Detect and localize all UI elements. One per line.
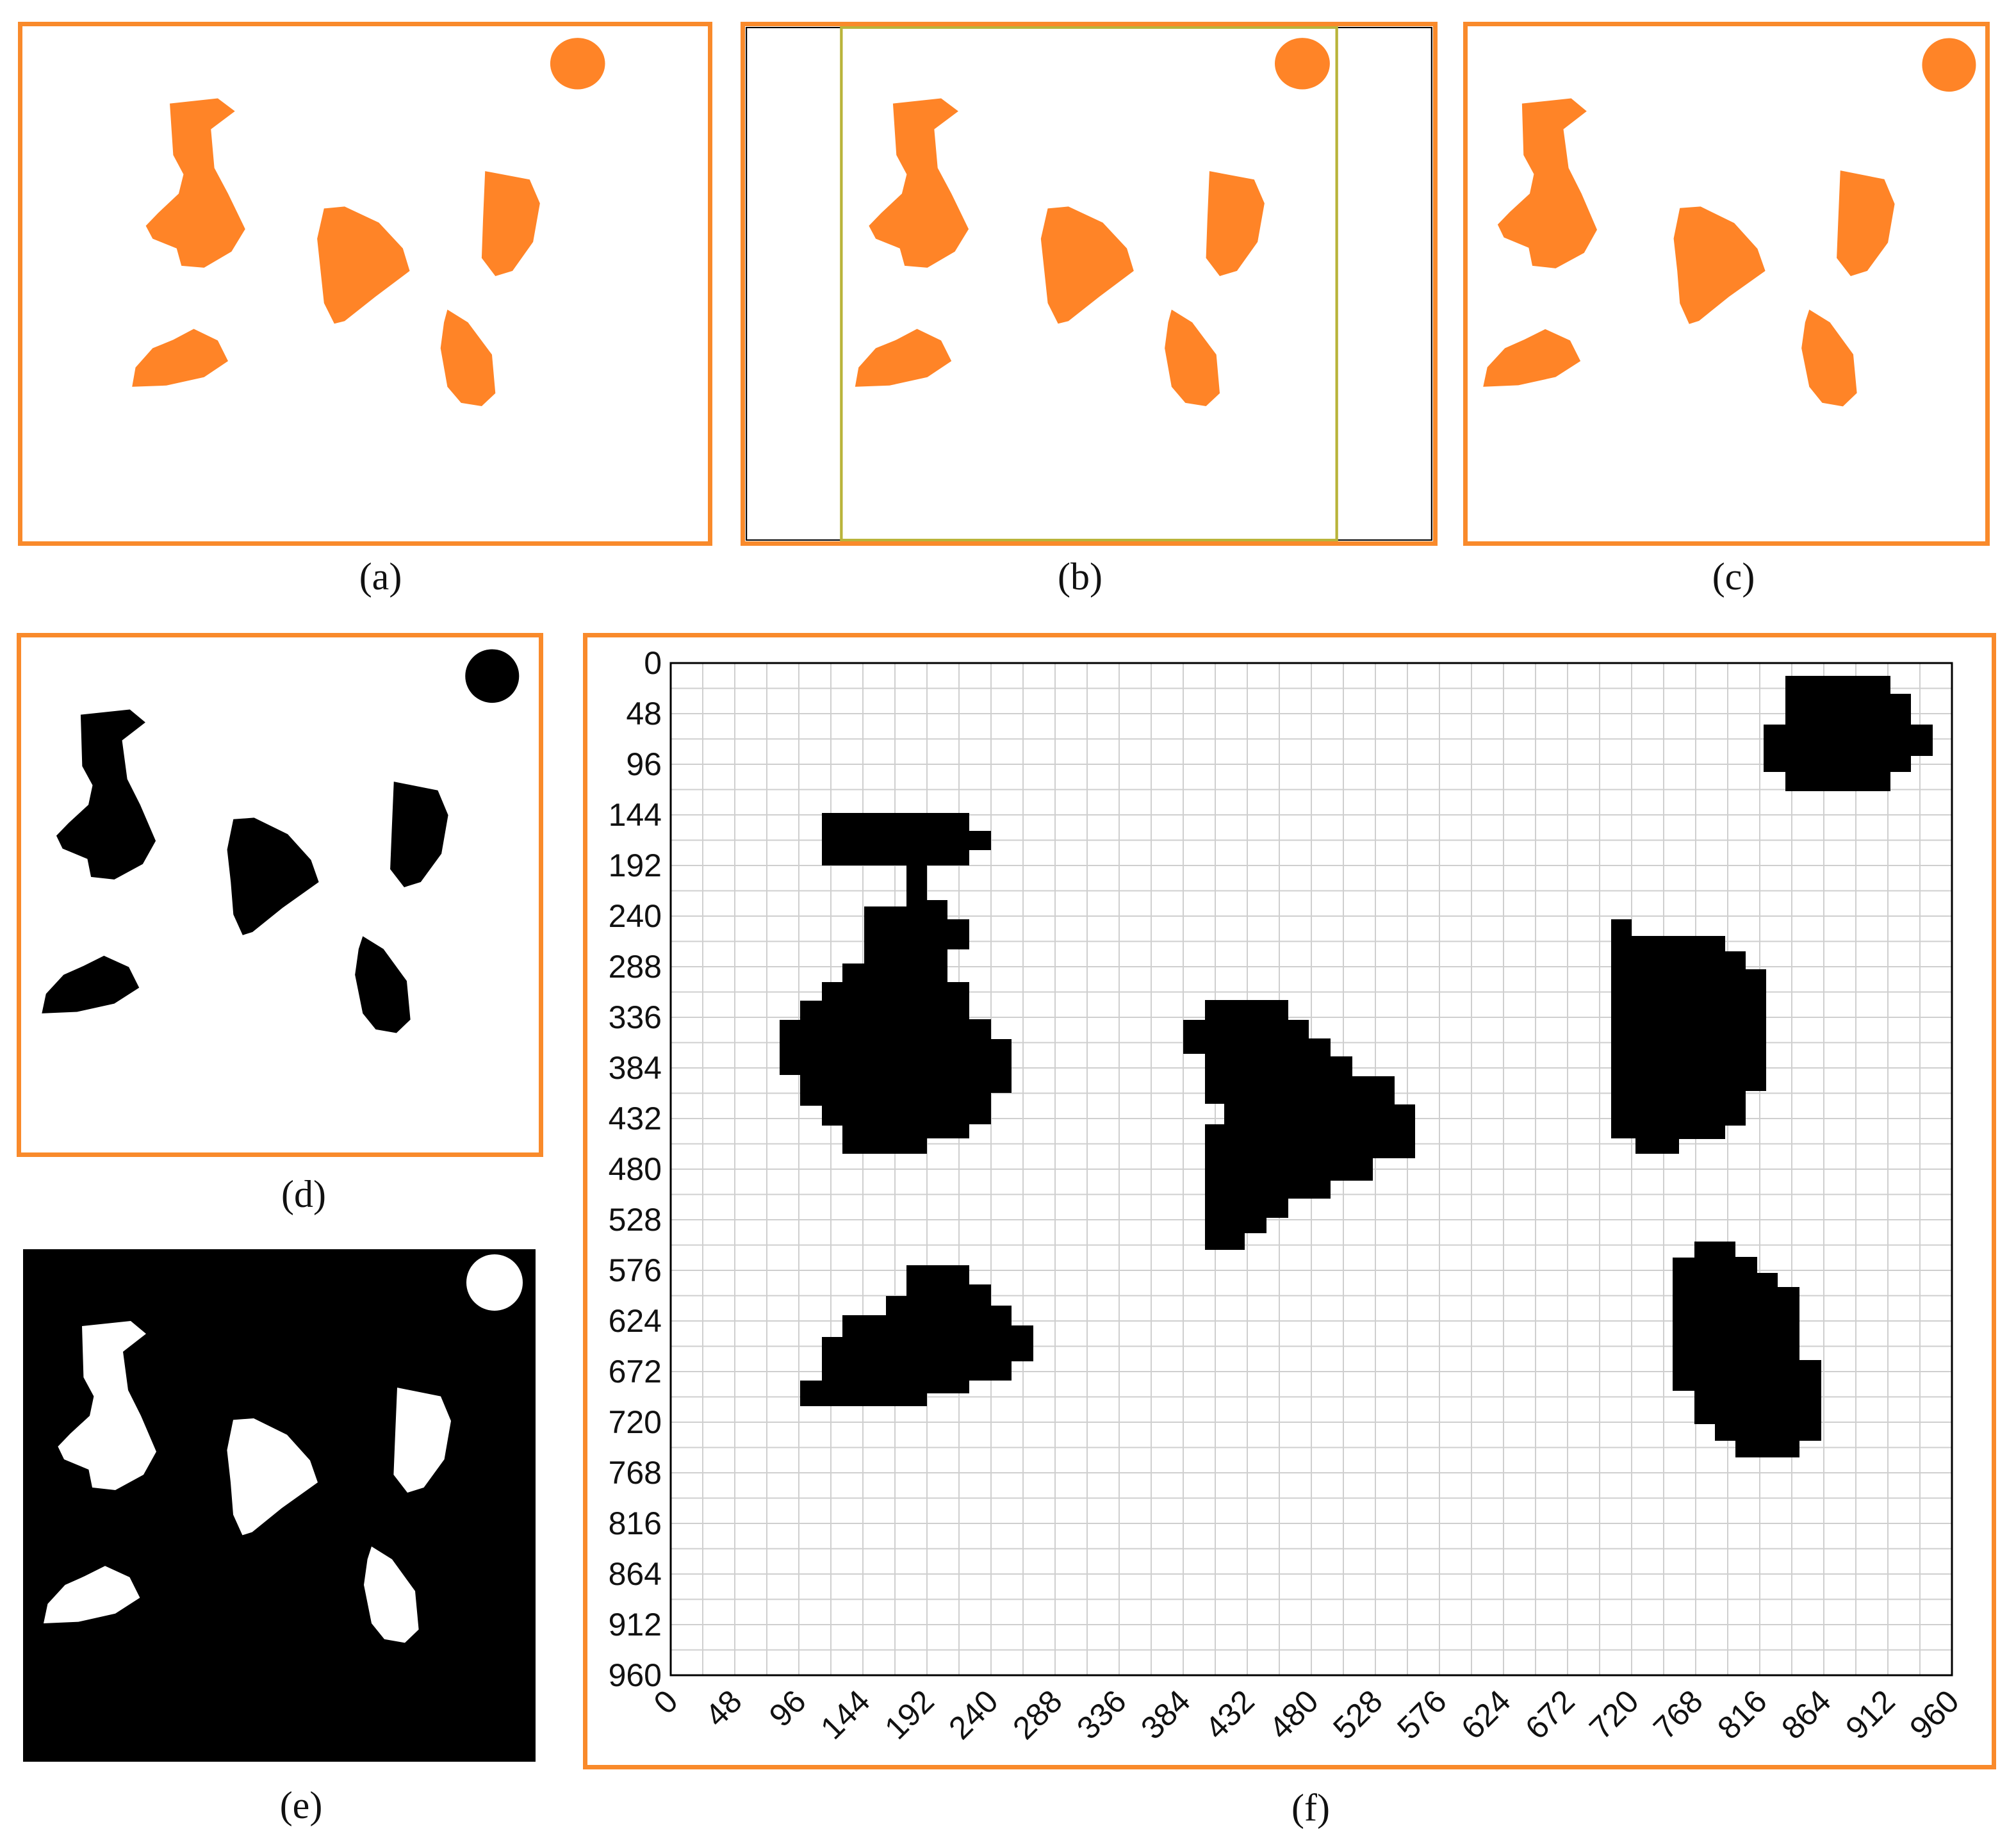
- shape-group: [1483, 38, 1976, 407]
- panel-a-original: [18, 22, 712, 546]
- x-tick-label: 912: [1839, 1683, 1902, 1746]
- orange-shapes-c: [1483, 38, 1976, 407]
- x-tick-label: 672: [1518, 1683, 1582, 1746]
- x-tick-label: 528: [1326, 1683, 1389, 1746]
- caption-e: (e): [279, 1784, 323, 1826]
- crop-window: [840, 26, 1338, 541]
- y-tick-label: 480: [609, 1151, 662, 1187]
- x-tick-label: 336: [1070, 1683, 1133, 1746]
- x-tick-label: 720: [1582, 1683, 1646, 1746]
- orange-shapes-a: [132, 38, 605, 406]
- black-shapes-d: [42, 649, 520, 1033]
- x-tick-label: 624: [1454, 1683, 1518, 1746]
- y-tick-label: 96: [626, 746, 662, 782]
- y-tick-label: 336: [609, 999, 662, 1035]
- grid-plot: 0489614419224028833638443248052857662467…: [609, 645, 1966, 1746]
- panel-c-square: [1463, 22, 1990, 546]
- y-tick-label: 288: [609, 949, 662, 985]
- y-tick-label: 528: [609, 1202, 662, 1238]
- x-tick-label: 864: [1774, 1683, 1838, 1746]
- shape-group: [44, 1254, 523, 1643]
- y-tick-label: 576: [609, 1252, 662, 1288]
- y-tick-labels: 0 48 96 144 192 240 288 336 384 432 480 528 576 624 67…: [609, 645, 662, 1693]
- x-tick-label: 768: [1646, 1683, 1710, 1746]
- panel-e-inverted: [23, 1249, 536, 1762]
- x-tick-label: 144: [814, 1683, 877, 1746]
- y-tick-label: 672: [609, 1354, 662, 1390]
- y-tick-label: 144: [609, 797, 662, 833]
- x-tick-label: 576: [1390, 1683, 1454, 1746]
- white-shapes-e: [44, 1254, 523, 1643]
- x-tick-label: 432: [1198, 1683, 1261, 1746]
- caption-b: (b): [1058, 555, 1102, 598]
- x-tick-label: 96: [762, 1683, 813, 1734]
- x-tick-label: 192: [878, 1683, 941, 1746]
- x-tick-label: 480: [1262, 1683, 1325, 1746]
- y-tick-label: 816: [609, 1505, 662, 1541]
- caption-d: (d): [281, 1173, 326, 1215]
- y-tick-label: 432: [609, 1101, 662, 1136]
- y-tick-label: 240: [609, 898, 662, 934]
- y-tick-label: 192: [609, 848, 662, 883]
- plot-frame: [669, 662, 1953, 1677]
- shape-group: [855, 38, 1330, 406]
- y-tick-label: 384: [609, 1050, 662, 1086]
- caption-c: (c): [1712, 555, 1755, 598]
- x-tick-label: 384: [1134, 1683, 1197, 1746]
- x-tick-label: 48: [698, 1683, 749, 1734]
- x-tick-label: 960: [1903, 1683, 1966, 1746]
- orange-shapes-b: [746, 26, 1432, 541]
- x-tick-label: 240: [942, 1683, 1005, 1746]
- y-tick-label: 0: [644, 645, 662, 681]
- panel-d-binary: [17, 633, 543, 1157]
- x-tick-label: 288: [1006, 1683, 1069, 1746]
- shape-group: [132, 38, 605, 406]
- y-tick-label: 720: [609, 1404, 662, 1440]
- y-tick-label: 864: [609, 1556, 662, 1592]
- pixel-shapes: [780, 676, 1933, 1457]
- shape-group: [42, 649, 520, 1033]
- panel-b-cropped: [741, 22, 1438, 546]
- y-tick-label: 48: [626, 696, 662, 732]
- y-tick-label: 624: [609, 1303, 662, 1339]
- caption-a: (a): [359, 555, 402, 598]
- x-tick-label: 816: [1710, 1683, 1774, 1746]
- caption-f: (f): [1291, 1787, 1330, 1829]
- y-tick-label: 960: [609, 1657, 662, 1693]
- y-tick-label: 912: [609, 1607, 662, 1643]
- y-tick-label: 768: [609, 1455, 662, 1491]
